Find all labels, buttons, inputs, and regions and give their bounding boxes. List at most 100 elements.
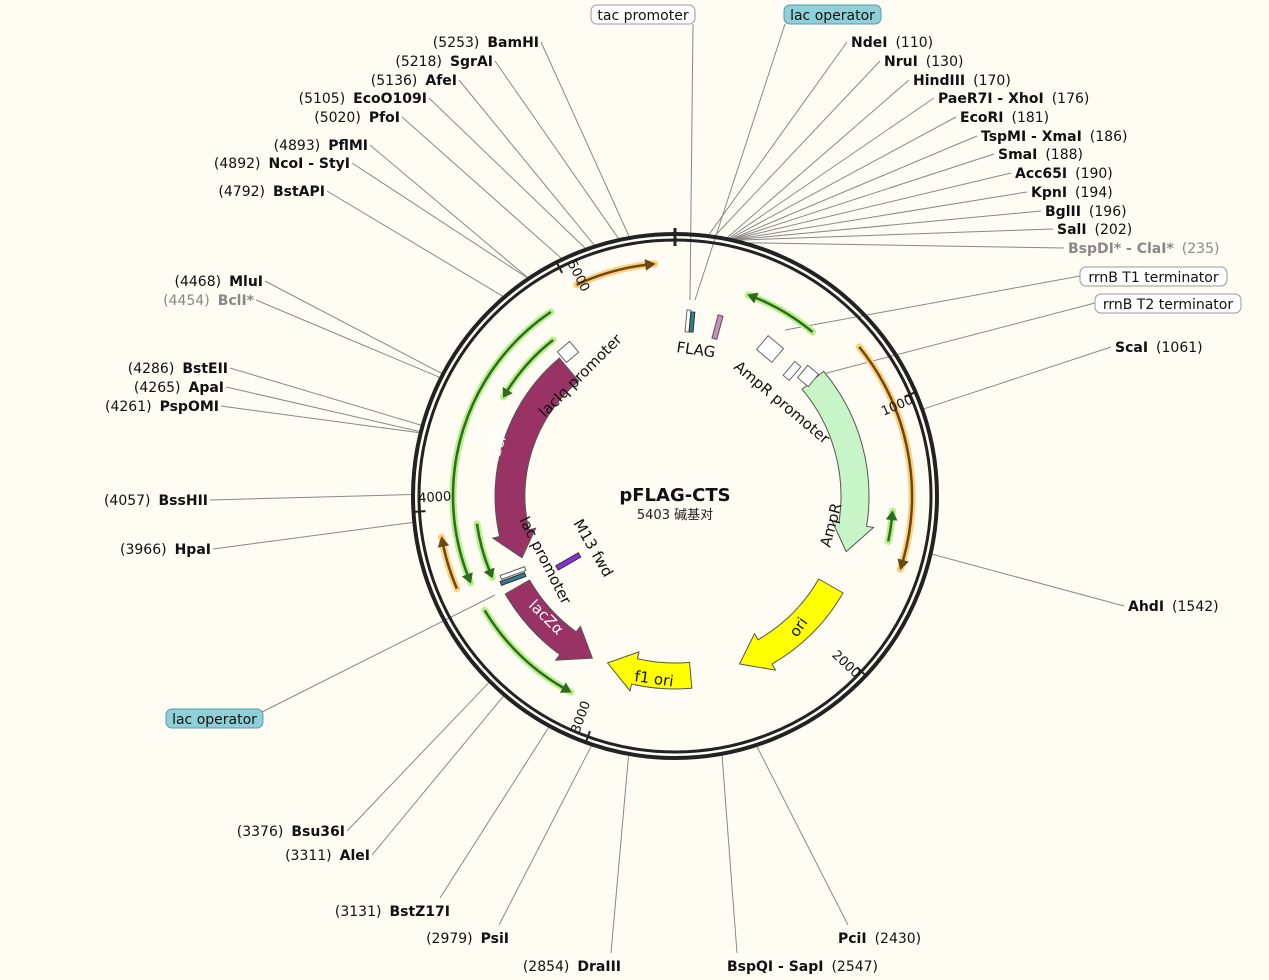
f1-ori-feature[interactable] [606, 651, 693, 692]
enzyme-site-bamhi[interactable]: (5253)BamHI [433, 35, 539, 51]
enzyme-site-pflmi[interactable]: (4893)PflMI [274, 138, 368, 154]
orange-feature-arc-left[interactable] [437, 533, 461, 593]
enzyme-site-ahdi[interactable]: AhdI(1542) [1128, 599, 1219, 615]
ori-feature[interactable] [738, 578, 844, 671]
laciq-promoter-arrow[interactable] [556, 340, 580, 364]
ampr-promoter-marker[interactable] [782, 360, 802, 382]
enzyme-site-bsu36i[interactable]: (3376)Bsu36I [237, 824, 345, 840]
enzyme-site-tspmi-xmai[interactable]: TspMI - XmaI(186) [981, 129, 1127, 145]
enzyme-site-ncoi-styi[interactable]: (4892)NcoI - StyI [214, 156, 350, 172]
enzyme-site-apai[interactable]: (4265)ApaI [134, 380, 224, 396]
enzyme-leader-line [401, 116, 563, 260]
lac-operator-marker[interactable] [499, 572, 527, 586]
enzyme-site-ecoo109i[interactable]: (5105)EcoO109I [299, 91, 427, 107]
enzyme-site-bspqi-sapi[interactable]: BspQI - SapI(2547) [727, 959, 878, 975]
enzyme-site-scai[interactable]: ScaI(1061) [1115, 340, 1203, 356]
enzyme-leader-line [736, 228, 1054, 241]
enzyme-leader-line [494, 60, 620, 240]
rrnb-t1-terminator-leader-line [784, 275, 1081, 331]
label-text: tac promoter [597, 8, 688, 24]
enzyme-site-psii[interactable]: (2979)PsiI [426, 931, 509, 947]
primer-arrow-right-small[interactable] [884, 507, 898, 545]
enzyme-site-alei[interactable]: (3311) AleI [285, 848, 370, 864]
enzyme-name: Bsu36I [291, 824, 345, 840]
enzyme-site-smai[interactable]: SmaI(188) [998, 147, 1083, 163]
enzyme-site-pcii[interactable]: PciI(2430) [838, 931, 921, 947]
enzyme-site-bglii[interactable]: BglII(196) [1045, 204, 1127, 220]
enzyme-name: SgrAI [450, 54, 493, 70]
enzyme-site-ecori[interactable]: EcoRI (181) [960, 110, 1049, 126]
enzyme-site-bspdi-clai-[interactable]: BspDI* - ClaI*(235) [1068, 241, 1219, 257]
enzyme-name: PflMI [328, 138, 368, 154]
laczalpha-feature[interactable] [504, 579, 594, 661]
m13-fwd-primer[interactable] [555, 552, 582, 571]
enzyme-position: (3311) [285, 848, 332, 864]
lac-promoter-marker[interactable] [499, 566, 527, 580]
enzyme-site-pfoi[interactable]: (5020)PfoI [314, 110, 400, 126]
enzyme-site-draiii[interactable]: (2854)DraIII [523, 959, 621, 975]
tick-label: 4000 [418, 489, 452, 506]
enzyme-site-hindiii[interactable]: HindIII(170) [913, 73, 1011, 89]
enzyme-site-nrui[interactable]: NruI(130) [884, 54, 963, 70]
lac-operator-bottom-leader-line [261, 594, 496, 713]
enzyme-name: MluI [229, 274, 263, 290]
enzyme-site-afei[interactable]: (5136)AfeI [371, 73, 457, 89]
lac-operator-top-label[interactable]: lac operator [783, 4, 882, 25]
primer-arrow-bottom-left[interactable] [481, 606, 575, 696]
enzyme-site-hpai[interactable]: (3966)HpaI [120, 542, 211, 558]
enzyme-leader-line [225, 386, 421, 433]
enzyme-position: (4057) [104, 493, 151, 509]
label-box [590, 4, 696, 25]
primer-arrow-left-short[interactable] [500, 336, 557, 401]
ampr-promoter-box[interactable] [755, 334, 785, 364]
signal-peptide-feature[interactable] [711, 314, 724, 340]
enzyme-site-pspomi[interactable]: (4261)PspOMI [105, 399, 219, 415]
enzyme-name: EcoRI [960, 110, 1003, 126]
ampr-feature[interactable] [801, 370, 875, 553]
label-text: lac operator [172, 712, 257, 728]
orange-feature-arc-top[interactable] [573, 259, 659, 289]
enzyme-site-kpni[interactable]: KpnI(194) [1031, 185, 1113, 201]
flag-tag[interactable] [688, 311, 696, 333]
enzyme-site-acc65i[interactable]: Acc65I (190) [1015, 166, 1113, 182]
enzyme-name: AleI [340, 848, 370, 864]
rrnb-t2-terminator-label[interactable]: rrnB T2 terminator [1094, 293, 1242, 314]
ampr-promoter-arrow[interactable] [796, 364, 820, 388]
enzyme-site-bsteii[interactable]: (4286)BstEII [128, 361, 228, 377]
enzyme-position: (190) [1075, 166, 1113, 182]
enzyme-position: (4286) [128, 361, 175, 377]
primer-arrow-left-long[interactable] [449, 308, 555, 587]
enzyme-position: (4792) [218, 184, 265, 200]
enzyme-site-bstz17i[interactable]: (3131)BstZ17I [335, 904, 450, 920]
primer-arrow-left-small[interactable] [473, 520, 496, 581]
enzyme-name: KpnI [1031, 185, 1067, 201]
enzyme-site-sgrai[interactable]: (5218)SgrAI [395, 54, 493, 70]
label-box [1094, 293, 1242, 314]
laci-feature[interactable] [491, 357, 580, 559]
enzyme-position: (188) [1045, 147, 1083, 163]
enzyme-leader-line [255, 299, 441, 379]
primer-arrow-top-right[interactable] [744, 291, 817, 336]
enzyme-site-bcli-[interactable]: (4454)BclI* [163, 293, 255, 309]
lac-operator-bottom-label[interactable]: lac operator [165, 708, 264, 729]
enzyme-position: (4261) [105, 399, 152, 415]
orange-feature-arc-right[interactable] [855, 343, 916, 573]
enzyme-position: (130) [926, 54, 964, 70]
enzyme-position: (5020) [314, 110, 361, 126]
rrnb-t1-terminator-label[interactable]: rrnB T1 terminator [1079, 266, 1228, 287]
enzyme-site-bstapi[interactable]: (4792)BstAPI [218, 184, 325, 200]
enzyme-site-mlui[interactable]: (4468)MluI [175, 274, 263, 290]
tac-promoter-label[interactable]: tac promoter [590, 4, 696, 25]
enzyme-position: (4265) [134, 380, 181, 396]
enzyme-position: (181) [1011, 110, 1049, 126]
enzyme-name: Acc65I [1015, 166, 1067, 182]
tick-mark [584, 730, 591, 745]
enzyme-name: AfeI [425, 73, 457, 89]
enzyme-site-ndei[interactable]: NdeI(110) [851, 35, 933, 51]
label-text: rrnB T1 terminator [1088, 270, 1219, 286]
enzyme-position: (1061) [1156, 340, 1203, 356]
enzyme-site-bsshii[interactable]: (4057)BssHII [104, 493, 208, 509]
enzyme-leader-line [264, 280, 443, 375]
enzyme-site-sali[interactable]: SalI(202) [1057, 222, 1132, 238]
enzyme-site-paer7i-xhoi[interactable]: PaeR7I - XhoI(176) [938, 91, 1089, 107]
